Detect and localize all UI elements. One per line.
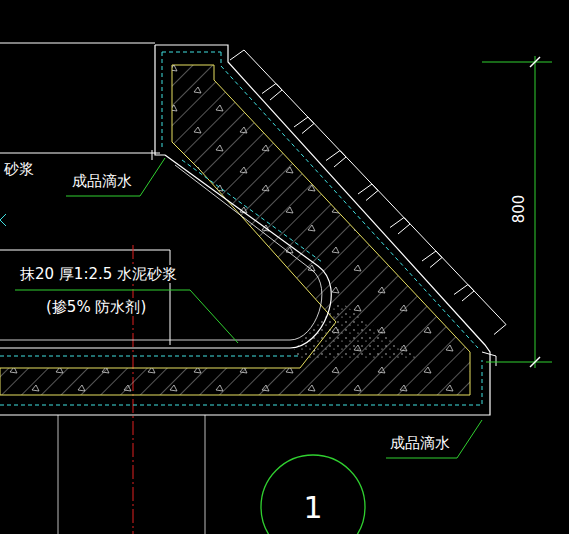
callout-text: 成品滴水 — [70, 172, 134, 190]
note-text: (掺5% 防水剂) — [44, 298, 148, 316]
roof-tiles — [230, 50, 506, 335]
tile-stroke — [326, 151, 378, 201]
leader-line — [0, 158, 482, 458]
tile-stroke — [454, 285, 506, 335]
callout-number: 1 — [303, 490, 322, 525]
dimension-line — [482, 56, 552, 368]
detail-callout: 1 — [261, 455, 365, 534]
tile-stroke — [358, 184, 410, 234]
tile-stroke — [294, 117, 346, 167]
dimension-text: 800 — [510, 193, 528, 226]
tile-stroke — [422, 251, 474, 301]
note-text: 抹20 厚1:2.5 水泥砂浆 — [18, 265, 179, 283]
detail-circle — [261, 455, 365, 534]
tile-stroke — [262, 84, 314, 134]
callout-text: 成品滴水 — [388, 434, 452, 452]
tile-stroke — [390, 218, 442, 268]
tile-stroke — [230, 50, 282, 100]
note-text: 砂浆 — [2, 160, 36, 178]
